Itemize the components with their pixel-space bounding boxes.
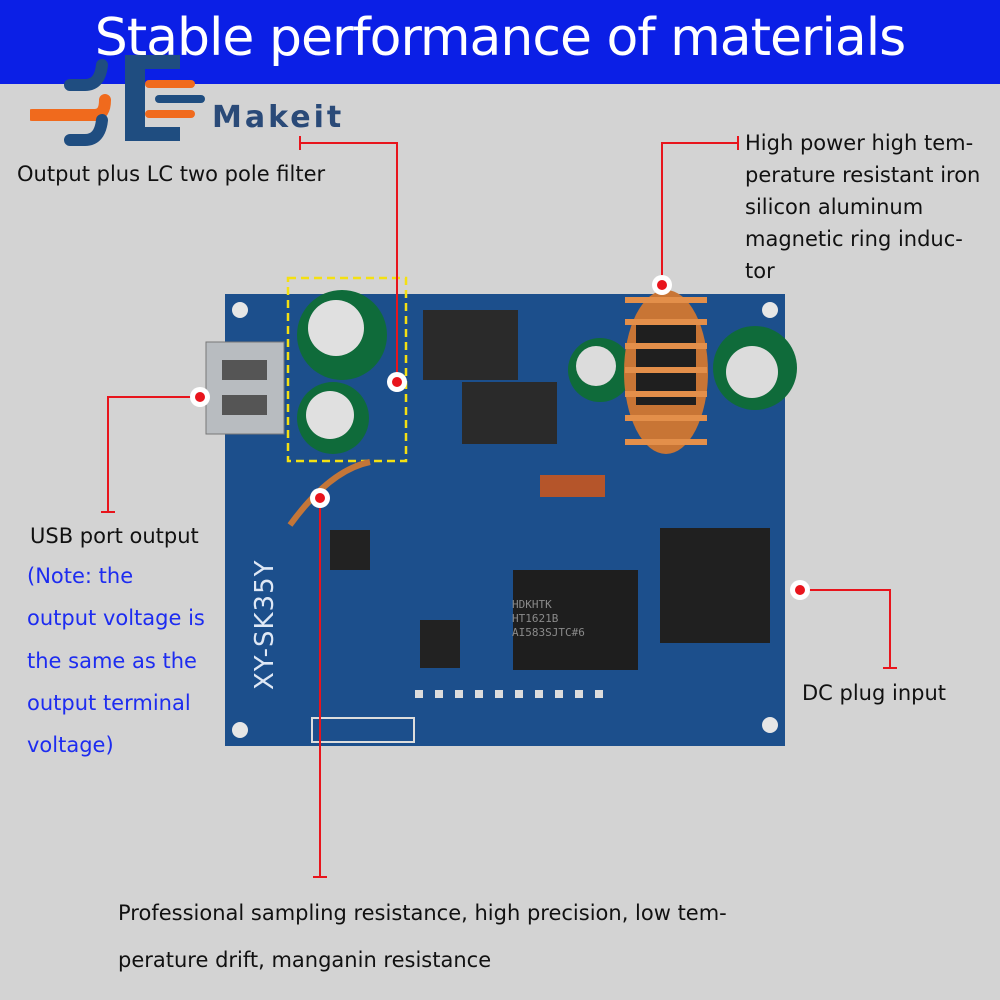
sampling-resistor <box>540 475 605 497</box>
ic <box>420 620 460 668</box>
logo-text: Makeit <box>212 100 345 135</box>
inductor-label: High power high tem- perature resistant … <box>745 127 980 287</box>
board-silkscreen: XY-SK35Y <box>250 559 280 690</box>
resistor-label: Professional sampling resistance, high p… <box>118 890 727 984</box>
chip-marking: HDKHTK HT1621B AI583SJTC#6 <box>512 598 585 640</box>
filter-label: Output plus LC two pole filter <box>17 162 326 186</box>
chip-line: HT1621B <box>512 612 559 625</box>
mount-hole <box>762 717 778 733</box>
label-line: silicon aluminum <box>745 195 924 219</box>
header-banner: Stable performance of materials <box>0 0 1000 84</box>
mount-hole <box>762 302 778 318</box>
annotation-dots <box>190 275 810 600</box>
label-line: perature drift, manganin resistance <box>118 948 492 972</box>
mount-hole <box>232 302 248 318</box>
usb-port <box>205 341 285 435</box>
label-line: High power high tem- <box>745 131 974 155</box>
label-line: Professional sampling resistance, high p… <box>118 901 727 925</box>
header-pins <box>311 717 415 743</box>
note-line: output voltage is <box>27 606 205 631</box>
label-line: perature resistant iron <box>745 163 981 187</box>
mount-hole <box>232 722 248 738</box>
chip-line: HDKHTK <box>512 598 552 611</box>
note-line: voltage) <box>27 733 114 758</box>
usb-note: (Note: the output voltage is the same as… <box>27 555 205 766</box>
page-title: Stable performance of materials <box>94 8 907 68</box>
note-line: output terminal <box>27 690 191 715</box>
usb-label: USB port output <box>30 524 199 548</box>
filter-highlight <box>286 276 408 463</box>
chip-line: AI583SJTC#6 <box>512 626 585 639</box>
makeit-logo-icon <box>30 55 205 146</box>
label-line: tor <box>745 259 775 283</box>
dc-label: DC plug input <box>802 681 947 705</box>
annotation-lines <box>101 136 897 878</box>
mosfet <box>423 310 518 380</box>
lcd-driver-chip <box>513 570 638 670</box>
dc-jack <box>660 528 770 643</box>
note-line: (Note: the <box>27 564 134 588</box>
ic <box>330 530 370 570</box>
label-line: magnetic ring induc- <box>745 227 963 251</box>
diode <box>462 382 557 444</box>
note-line: the same as the <box>27 648 197 673</box>
